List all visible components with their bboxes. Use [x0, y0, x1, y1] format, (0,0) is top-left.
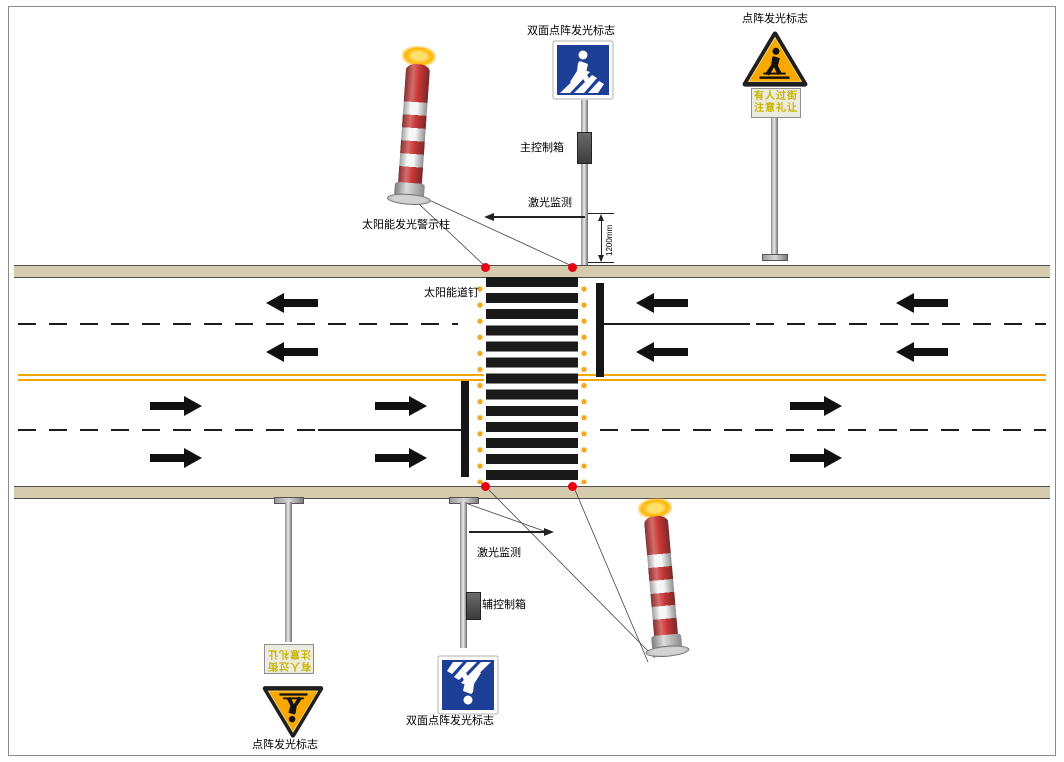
label-dot-matrix-sign-top: 点阵发光标志 — [742, 13, 808, 25]
label-main-control-box: 主控制箱 — [520, 142, 564, 154]
lane-dash-bottom-right — [600, 429, 1046, 431]
corner-dot-top-right — [568, 263, 577, 272]
dimension-arrow-down-icon — [598, 255, 604, 262]
center-double-yellow-left — [18, 374, 484, 381]
lane-dash-bottom-left — [18, 429, 316, 431]
pedestrian-crossing-sign-icon — [437, 655, 499, 715]
warning-triangle-sign-bottom — [261, 678, 325, 739]
plate-line-1: 有人过街 — [754, 91, 798, 102]
dimension-arrow-up-icon — [598, 214, 604, 221]
aux-control-box — [466, 592, 481, 620]
plate-line-2: 注意礼让 — [267, 648, 311, 659]
pedestrian-warning-icon — [262, 686, 324, 738]
pedestrian-crossing-sign-bottom — [437, 650, 499, 715]
traffic-arrow-right — [150, 448, 202, 468]
warning-plate-bottom: 有人过街 注意礼让 — [264, 644, 314, 674]
label-laser-detection-bottom: 激光监测 — [477, 547, 521, 559]
solar-stud-column-left — [476, 281, 484, 484]
plate-line-2: 注意礼让 — [754, 103, 798, 114]
dimension-text: 1200mm — [605, 224, 614, 256]
pedestrian-warning-icon — [742, 31, 808, 87]
label-solar-warning-post: 太阳能发光警示柱 — [362, 219, 450, 231]
pole-base-top-right — [762, 254, 788, 261]
stop-bar-bottom — [461, 381, 469, 477]
laser-arrowhead-right-icon — [544, 528, 554, 536]
traffic-arrow-left — [896, 342, 948, 362]
pedestrian-crossing-sign-icon — [552, 40, 614, 100]
corner-dot-bottom-left — [481, 482, 490, 491]
stop-bar-top — [596, 283, 604, 377]
pedestrian-crossing-sign-top — [552, 40, 614, 105]
sign-pole-top-right — [771, 118, 778, 254]
warning-plate-top: 有人过街 注意礼让 — [751, 88, 801, 118]
traffic-arrow-left — [266, 342, 318, 362]
zebra-crosswalk — [486, 277, 578, 486]
label-aux-control-box: 辅控制箱 — [482, 599, 526, 611]
sign-pole-top-center — [581, 100, 588, 265]
warning-triangle-sign-top — [740, 30, 810, 95]
corner-dot-top-left — [481, 263, 490, 272]
label-solar-road-stud: 太阳能道钉 — [424, 287, 479, 299]
traffic-arrow-left — [266, 293, 318, 313]
bollard-body — [397, 63, 431, 185]
lane-solid-bottom-left — [318, 429, 461, 431]
lane-solid-top-right — [604, 323, 750, 325]
label-double-sided-sign-top: 双面点阵发光标志 — [527, 25, 615, 37]
traffic-arrow-right — [150, 396, 202, 416]
laser-beam-top — [493, 216, 585, 218]
center-double-yellow-right — [578, 374, 1046, 381]
sign-pole-bottom-left — [285, 502, 292, 642]
corner-dot-bottom-right — [568, 482, 577, 491]
label-double-sided-sign-bottom: 双面点阵发光标志 — [406, 715, 494, 727]
laser-beam-bottom — [469, 531, 544, 533]
lane-dash-top-right — [756, 323, 1046, 325]
lane-dash-top-left — [18, 323, 458, 325]
traffic-arrow-left — [636, 342, 688, 362]
traffic-arrow-left — [896, 293, 948, 313]
diagram-frame — [8, 6, 1056, 756]
bollard-body — [643, 515, 679, 637]
label-dot-matrix-sign-bottom: 点阵发光标志 — [252, 739, 318, 751]
traffic-arrow-right — [375, 396, 427, 416]
laser-arrowhead-left-icon — [484, 213, 494, 221]
traffic-arrow-right — [375, 448, 427, 468]
sign-pole-bottom-center — [460, 502, 467, 648]
dimension-tick-bottom — [588, 262, 614, 263]
dimension-tick-top — [588, 213, 614, 214]
main-control-box — [577, 132, 592, 164]
traffic-arrow-right — [790, 396, 842, 416]
road-edge-bottom — [14, 486, 1050, 499]
label-laser-detection-top: 激光监测 — [528, 197, 572, 209]
plate-line-1: 有人过街 — [267, 660, 311, 671]
solar-stud-column-right — [580, 281, 588, 484]
dimension-line — [601, 216, 602, 261]
traffic-arrow-right — [790, 448, 842, 468]
traffic-arrow-left — [636, 293, 688, 313]
